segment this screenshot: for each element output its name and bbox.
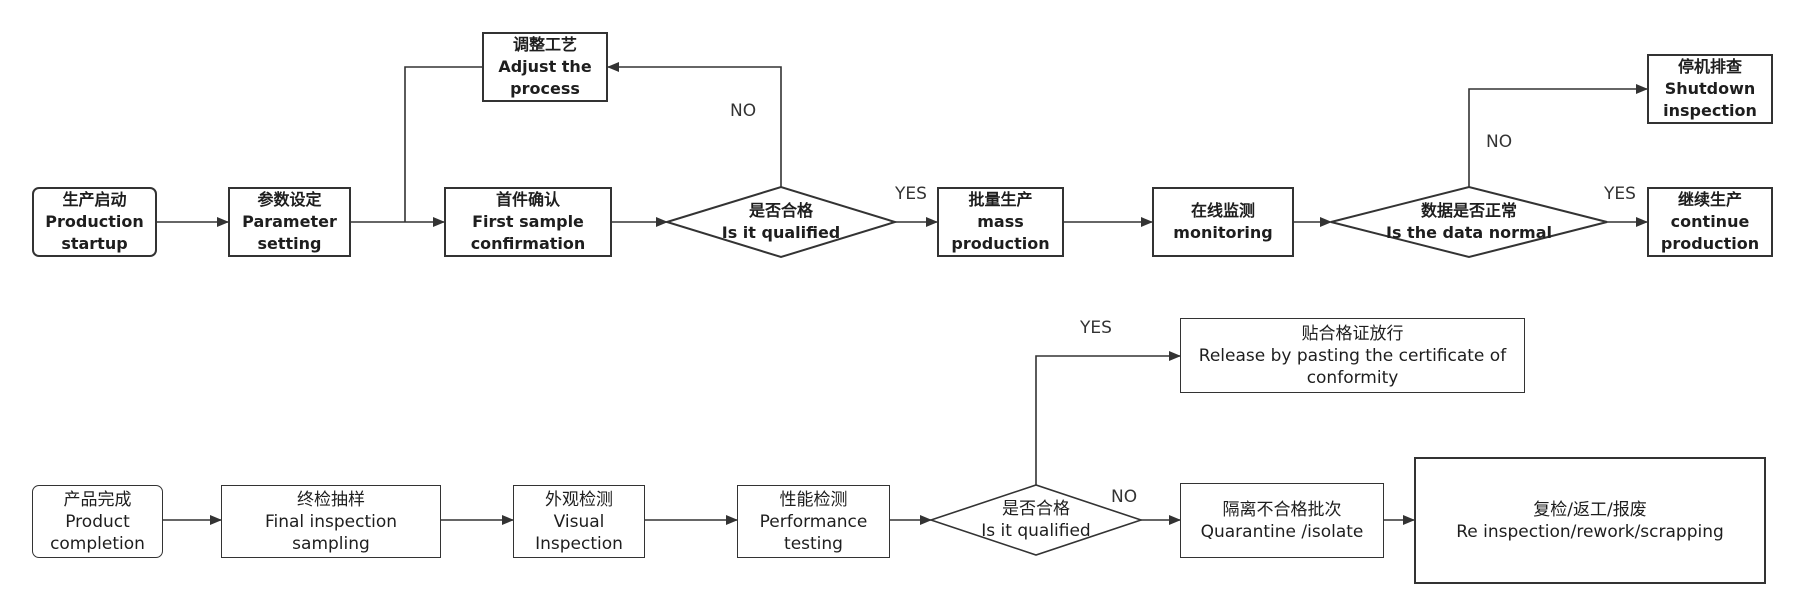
edge-decision-yes-to-release: [1035, 351, 1181, 485]
edge-decision-no-to-adjust: [607, 62, 782, 187]
online-monitoring-en: monitoring: [1173, 223, 1273, 242]
node-quarantine-isolate: 隔离不合格批次 Quarantine /isolate: [1180, 483, 1384, 558]
edge-adjust-to-first-sample: [404, 66, 482, 222]
product-completion-zh: 产品完成: [63, 489, 132, 510]
node-visual-inspection: 外观检测 Visual Inspection: [513, 485, 645, 558]
final-sampling-zh: 终检抽样: [297, 489, 365, 510]
first-sample-en-1: First sample: [472, 212, 584, 231]
shutdown-en-1: Shutdown: [1664, 79, 1756, 98]
production-startup-zh: 生产启动: [62, 190, 127, 209]
label-yes-mass: YES: [895, 184, 927, 204]
qualified-1-en: Is it qualified: [721, 223, 841, 242]
parameter-setting-en-2: setting: [257, 234, 322, 253]
node-production-startup: 生产启动 Production startup: [32, 187, 157, 257]
adjust-process-en-1: Adjust the: [498, 57, 592, 76]
first-sample-en-2: confirmation: [470, 234, 586, 253]
data-normal-zh: 数据是否正常: [1420, 201, 1517, 220]
decision-data-normal-shape: [1330, 185, 1608, 259]
qualified-1-zh: 是否合格: [748, 201, 813, 220]
visual-inspection-zh: 外观检测: [545, 489, 613, 510]
node-reinspection-rework-scrapping: 复检/返工/报废 Re inspection/rework/scrapping: [1414, 457, 1766, 584]
connectors: [157, 62, 1648, 525]
visual-inspection-en-2: Inspection: [535, 533, 623, 554]
online-monitoring-zh: 在线监测: [1190, 201, 1255, 220]
reinspection-en: Re inspection/rework/scrapping: [1456, 521, 1724, 542]
node-first-sample-confirmation: 首件确认 First sample confirmation: [444, 187, 612, 257]
node-online-monitoring: 在线监测 monitoring: [1152, 187, 1294, 257]
qualified-2-zh: 是否合格: [1002, 499, 1070, 519]
performance-testing-en-1: Performance: [759, 511, 868, 532]
label-yes-continue: YES: [1604, 184, 1636, 204]
label-yes-release: YES: [1080, 318, 1112, 338]
label-no-quarantine: NO: [1111, 487, 1138, 507]
release-en-1: Release by pasting the certificate of: [1198, 345, 1507, 366]
performance-testing-zh: 性能检测: [779, 489, 848, 510]
decision-qualified-1-shape: [663, 185, 899, 259]
node-adjust-process: 调整工艺 Adjust the process: [482, 32, 608, 102]
reinspection-zh: 复检/返工/报废: [1533, 499, 1647, 520]
decision-data-normal: 数据是否正常 Is the data normal: [1331, 187, 1607, 257]
quarantine-en: Quarantine /isolate: [1200, 521, 1364, 542]
adjust-process-en-2: process: [510, 79, 580, 98]
shutdown-en-2: inspection: [1663, 101, 1757, 120]
visual-inspection-en-1: Visual: [553, 511, 605, 532]
node-performance-testing: 性能检测 Performance testing: [737, 485, 890, 558]
shutdown-zh: 停机排查: [1677, 57, 1742, 76]
mass-production-en-1: mass: [977, 212, 1024, 231]
continue-production-en-2: production: [1660, 234, 1760, 253]
release-en-2: conformity: [1306, 367, 1399, 388]
node-mass-production: 批量生产 mass production: [937, 187, 1064, 257]
edge-data-no-to-shutdown: [1468, 84, 1648, 187]
mass-production-en-2: production: [951, 234, 1050, 253]
performance-testing-en-2: testing: [784, 533, 843, 554]
parameter-setting-zh: 参数设定: [257, 190, 322, 209]
production-startup-en-2: startup: [61, 234, 128, 253]
node-continue-production: 继续生产 continue production: [1647, 187, 1773, 257]
product-completion-en-1: Product: [65, 511, 130, 532]
label-no-shutdown: NO: [1486, 132, 1513, 152]
label-no-adjust: NO: [730, 101, 757, 121]
decision-qualified-2: 是否合格 Is it qualified: [931, 485, 1141, 555]
final-sampling-en-1: Final inspection: [264, 511, 398, 532]
adjust-process-zh: 调整工艺: [512, 35, 577, 54]
qualified-2-en: Is it qualified: [981, 521, 1091, 541]
node-parameter-setting: 参数设定 Parameter setting: [228, 187, 351, 257]
parameter-setting-en-1: Parameter: [242, 212, 337, 231]
decision-qualified-2-shape: [928, 484, 1144, 556]
continue-production-en-1: continue: [1670, 212, 1750, 231]
mass-production-zh: 批量生产: [968, 190, 1033, 209]
node-shutdown-inspection: 停机排查 Shutdown inspection: [1647, 54, 1773, 124]
release-zh: 贴合格证放行: [1301, 323, 1404, 344]
product-completion-en-2: completion: [50, 533, 145, 554]
continue-production-zh: 继续生产: [1677, 190, 1742, 209]
first-sample-zh: 首件确认: [495, 190, 560, 209]
production-startup-en-1: Production: [45, 212, 144, 231]
node-release-certificate: 贴合格证放行 Release by pasting the certificat…: [1180, 318, 1525, 393]
quarantine-zh: 隔离不合格批次: [1222, 499, 1342, 520]
node-product-completion: 产品完成 Product completion: [32, 485, 163, 558]
final-sampling-en-2: sampling: [292, 533, 370, 554]
decision-qualified-1: 是否合格 Is it qualified: [667, 187, 895, 257]
node-final-inspection-sampling: 终检抽样 Final inspection sampling: [221, 485, 441, 558]
data-normal-en: Is the data normal: [1386, 223, 1552, 242]
